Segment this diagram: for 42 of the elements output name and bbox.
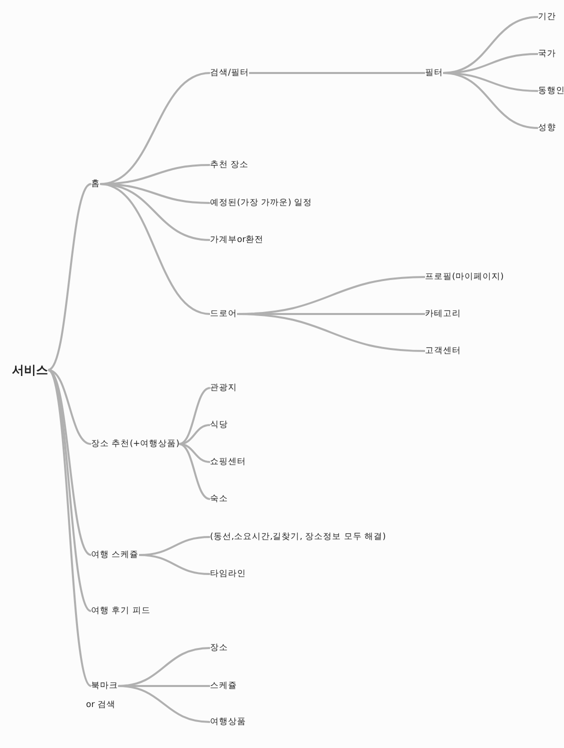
branch-line — [138, 554, 210, 575]
topic-label: 여행상품 — [210, 716, 246, 728]
branch-line — [178, 443, 210, 500]
topic-label: 쇼핑센터 — [210, 456, 246, 468]
topic-label: 스케쥴 — [210, 680, 237, 692]
topic-label: 추천 장소 — [210, 159, 249, 171]
topic-label: 홈 — [91, 178, 100, 190]
topic-label: 숙소 — [210, 493, 228, 505]
branch-line — [178, 387, 210, 445]
topic-label: 여행 후기 피드 — [91, 605, 150, 617]
topic-label: 가계부or환전 — [210, 234, 264, 246]
topic-label: 동행인 — [538, 85, 564, 97]
topic-label: 관광지 — [210, 382, 237, 394]
branch-line — [178, 424, 210, 445]
topic-label: 프로필(마이페이지) — [425, 271, 504, 283]
branch-line — [100, 183, 210, 315]
topic-label: 검색/필터 — [210, 67, 249, 79]
branch-line — [47, 369, 92, 687]
topic-label: 카테고리 — [425, 308, 461, 320]
topic-label: 드로어 — [210, 308, 237, 320]
topic-label: 장소 — [210, 642, 228, 654]
topic-label: 장소 추천(+여행상품) — [91, 438, 180, 450]
branch-line — [178, 443, 210, 463]
branch-line — [47, 369, 92, 612]
branch-line — [236, 313, 426, 352]
branch-line — [47, 183, 92, 371]
topic-label: 고객센터 — [425, 345, 461, 357]
branch-line — [249, 72, 425, 74]
topic-label: 식당 — [210, 419, 228, 431]
topic-label: (동선,소요시간,길찾기, 장소정보 모두 해결) — [210, 531, 386, 543]
topic-label: 성향 — [538, 122, 556, 134]
topic-label: 타임라인 — [210, 568, 246, 580]
root-topic: 서비스 — [12, 362, 48, 378]
topic-label: 국가 — [538, 48, 556, 60]
branch-line — [118, 685, 210, 723]
topic-label: 필터 — [425, 67, 443, 79]
topic-label: 예정된(가장 가까운) 일정 — [210, 197, 312, 209]
topic-label: 북마크 — [91, 680, 118, 692]
branch-line — [442, 72, 538, 129]
note-text: or 검색 — [86, 699, 116, 711]
topic-label: 여행 스케쥴 — [91, 549, 139, 561]
topic-label: 기간 — [538, 11, 556, 23]
